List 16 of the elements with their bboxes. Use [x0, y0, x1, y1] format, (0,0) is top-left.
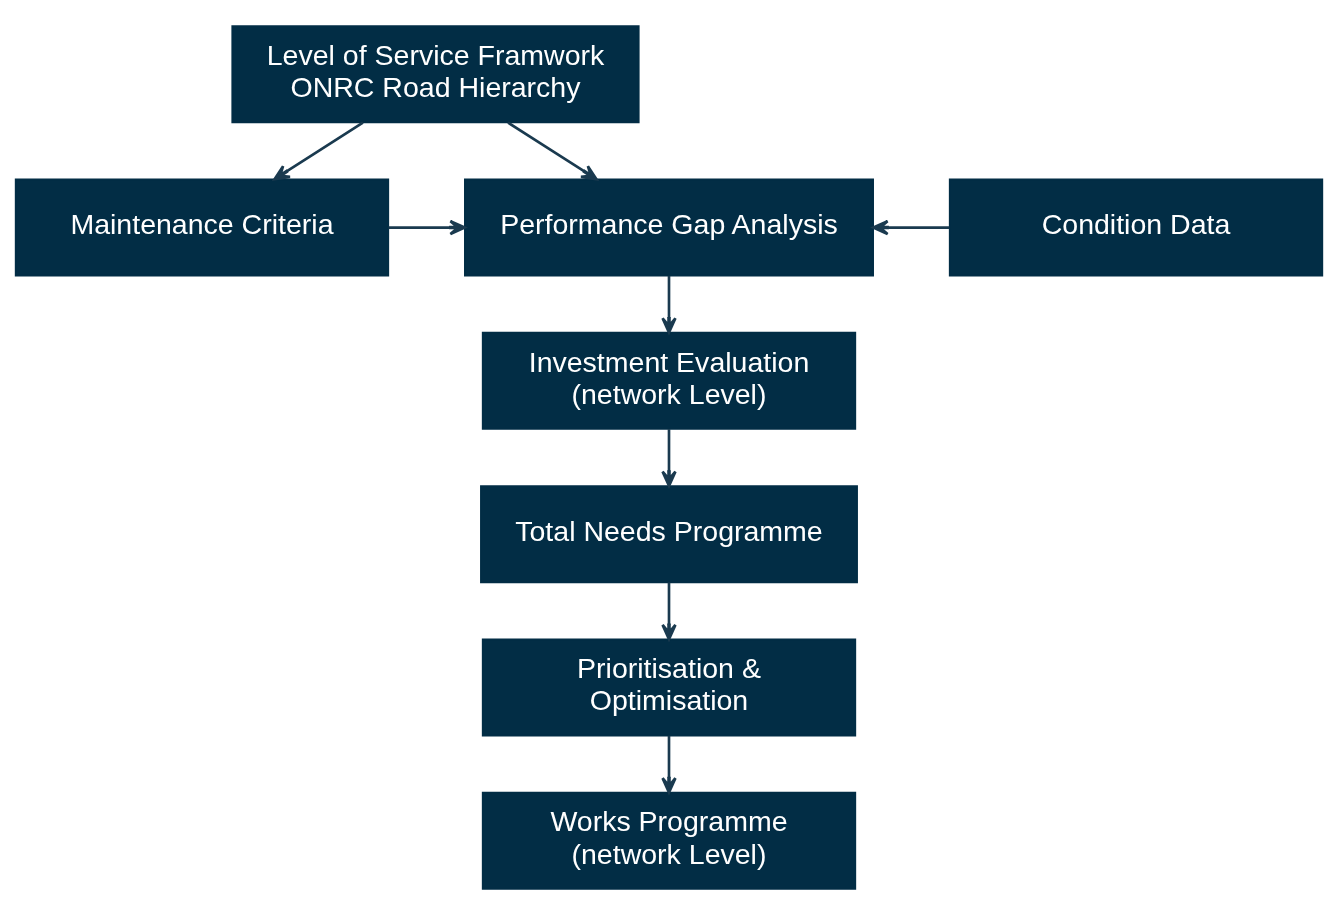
arrow — [388, 219, 466, 235]
arrow — [273, 120, 364, 181]
arrow — [871, 219, 950, 235]
arrow — [661, 582, 677, 640]
node-box: Condition Data — [948, 178, 1324, 277]
node-box: Investment Evaluation (network Level) — [481, 331, 857, 430]
node-box: Maintenance Criteria — [14, 178, 390, 277]
arrow — [661, 428, 677, 487]
node-box: Works Programme (network Level) — [481, 791, 857, 890]
node-box: Prioritisation & Optimisation — [481, 637, 857, 736]
node-box: Level of Service Framwork ONRC Road Hierarchy — [231, 24, 640, 123]
arrow — [507, 120, 598, 181]
arrow — [661, 735, 677, 794]
arrow — [661, 275, 677, 334]
node-box: Performance Gap Analysis — [464, 178, 874, 277]
node-box: Total Needs Programme — [480, 484, 858, 583]
